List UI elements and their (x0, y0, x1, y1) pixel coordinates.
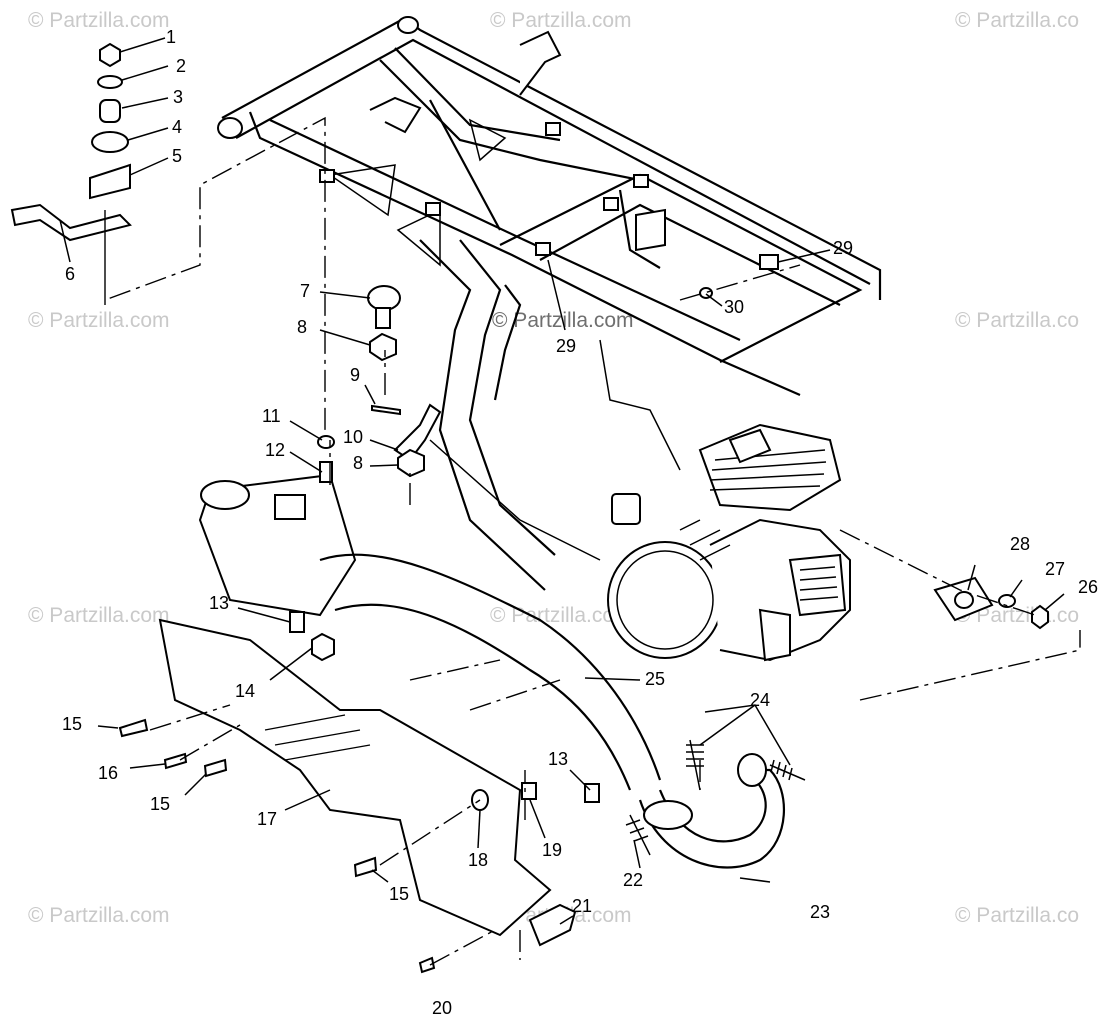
callout-22: 22 (623, 870, 643, 890)
heat-shield (158, 618, 552, 937)
front-pipe (638, 753, 786, 869)
callout-numbers: 1 2 3 4 5 6 7 8 9 11 10 12 8 13 14 15 16… (62, 27, 1098, 1018)
callout-8: 8 (297, 317, 307, 337)
watermark-layer: © Partzilla.com © Partzilla.com © Partzi… (28, 9, 1079, 927)
frame-assembly (217, 16, 882, 591)
watermark: © Partzilla.co (955, 904, 1079, 927)
callout-19: 19 (542, 840, 562, 860)
callout-20: 20 (432, 998, 452, 1018)
watermark: © Partzilla.co (955, 309, 1079, 332)
muffler-assembly (198, 473, 662, 791)
callout-30: 30 (724, 297, 744, 317)
callout-15: 15 (389, 884, 409, 904)
callout-6: 6 (65, 264, 75, 284)
callout-25: 25 (645, 669, 665, 689)
callout-5: 5 (172, 146, 182, 166)
callout-29: 29 (556, 336, 576, 356)
callout-17: 17 (257, 809, 277, 829)
callout-23: 23 (810, 902, 830, 922)
watermark: © Partzilla.com (490, 9, 632, 32)
leader-lines (59, 37, 1065, 925)
callout-26: 26 (1078, 577, 1098, 597)
engine (607, 423, 851, 662)
watermark: © Partzilla.com (490, 604, 632, 627)
callout-15: 15 (150, 794, 170, 814)
callout-29: 29 (833, 238, 853, 258)
watermark: © Partzilla.com (28, 604, 170, 627)
callout-10: 10 (343, 427, 363, 447)
callout-21: 21 (572, 896, 592, 916)
callout-4: 4 (172, 117, 182, 137)
callout-16: 16 (98, 763, 118, 783)
callout-18: 18 (468, 850, 488, 870)
callout-15: 15 (62, 714, 82, 734)
watermark: © Partzilla.com (28, 9, 170, 32)
callout-27: 27 (1045, 559, 1065, 579)
watermark: © Partzilla.com (28, 309, 170, 332)
callout-13: 13 (209, 593, 229, 613)
callout-11: 11 (262, 406, 281, 426)
callout-2: 2 (176, 56, 186, 76)
callout-13: 13 (548, 749, 568, 769)
callout-14: 14 (235, 681, 255, 701)
callout-1: 1 (166, 27, 176, 47)
callout-7: 7 (300, 281, 310, 301)
callout-3: 3 (173, 87, 183, 107)
alignment-lines (104, 116, 1081, 966)
mount-hardware (10, 42, 1049, 974)
callout-8: 8 (353, 453, 363, 473)
watermark: © Partzilla.com (28, 904, 170, 927)
callout-28: 28 (1010, 534, 1030, 554)
watermark: © Partzilla.co (955, 9, 1079, 32)
callout-24: 24 (750, 690, 770, 710)
callout-12: 12 (265, 440, 285, 460)
callout-9: 9 (350, 365, 360, 385)
